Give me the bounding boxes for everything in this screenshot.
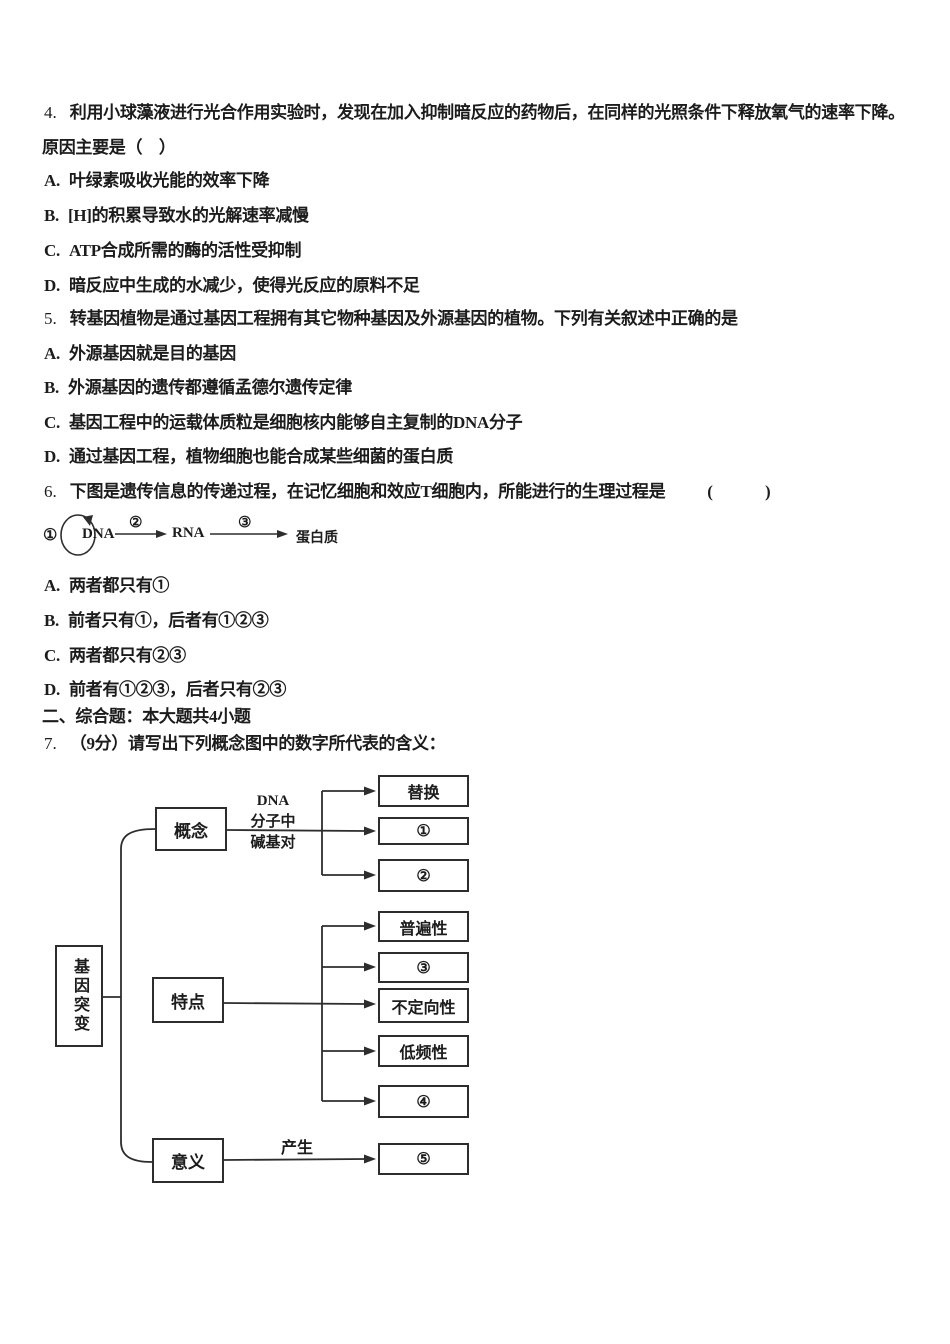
arrowhead-icon: [364, 921, 376, 931]
question-5-option-b: B.外源基因的遗传都遵循孟德尔遗传定律: [44, 378, 352, 397]
produce-edge-label: 产生: [281, 1140, 314, 1157]
question-4-option-d: D.暗反应中生成的水减少，使得光反应的原料不足: [44, 276, 420, 295]
protein-label: 蛋白质: [296, 531, 338, 546]
question-4-option-b: B.[H]的积累导致水的光解速率减慢: [44, 206, 309, 225]
child-box-non-directional: 不定向性: [378, 988, 469, 1023]
root-box-gene-mutation: 基因突变: [55, 945, 103, 1047]
question-4-option-a: A.叶绿素吸收光能的效率下降: [44, 171, 270, 190]
question-5-number: 5.: [44, 309, 57, 328]
question-7-stem: 7.（9分）请写出下列概念图中的数字所代表的含义：: [44, 734, 446, 753]
dna-replication-loop-icon: [60, 514, 96, 556]
child-box-blank-4: ④: [378, 1085, 469, 1118]
translation-arrowhead-icon: [277, 530, 288, 538]
question-6-answer-brackets: ( ): [707, 482, 777, 501]
replication-step-label: ①: [43, 527, 58, 544]
arrowhead-icon: [364, 1046, 376, 1056]
child-box-blank-2: ②: [378, 859, 469, 892]
arrowhead-icon: [364, 1096, 376, 1106]
gene-mutation-concept-map: 基因突变 概念 特点 意义 DNA 分子中 碱基对 产生 替换 ① ② 普遍性 …: [0, 765, 520, 1205]
bracket-line: [120, 828, 156, 1163]
transcription-step-label: ②: [129, 515, 143, 531]
question-5-stem: 5.转基因植物是通过基因工程拥有其它物种基因及外源基因的植物。下列有关叙述中正确…: [44, 309, 738, 328]
question-6-option-d: D.前者有①②③，后者只有②③: [44, 680, 287, 699]
central-dogma-arrows: [60, 514, 288, 556]
rna-label: RNA: [172, 525, 205, 541]
child-box-substitution: 替换: [378, 775, 469, 807]
translation-step-label: ③: [238, 515, 252, 531]
replication-arrowhead-icon: [83, 515, 93, 526]
feature-box: 特点: [152, 977, 224, 1023]
arrowhead-icon: [364, 786, 376, 796]
question-4-stem-line1: 4.利用小球藻液进行光合作用实验时，发现在加入抑制暗反应的药物后，在同样的光照条…: [44, 103, 905, 122]
question-6-option-c: C.两者都只有②③: [44, 646, 186, 665]
question-4-number: 4.: [44, 103, 57, 122]
arrowhead-icon: [364, 999, 376, 1009]
transcription-arrowhead-icon: [156, 530, 167, 538]
central-dogma-diagram: ① DNA ② RNA ③ 蛋白质: [40, 505, 460, 577]
question-5-option-a: A.外源基因就是目的基因: [44, 344, 236, 363]
question-7-number: 7.: [44, 734, 57, 753]
arrowhead-icon: [364, 826, 376, 836]
dna-label: DNA: [82, 526, 115, 542]
concept-map-connectors: [103, 786, 376, 1164]
child-box-blank-5: ⑤: [378, 1143, 469, 1175]
meaning-box: 意义: [152, 1138, 224, 1183]
question-6-stem: 6.下图是遗传信息的传递过程，在记忆细胞和效应T细胞内，所能进行的生理过程是( …: [44, 482, 777, 501]
concept-box: 概念: [155, 807, 227, 851]
child-box-universality: 普遍性: [378, 911, 469, 942]
question-6-option-b: B.前者只有①，后者有①②③: [44, 611, 269, 630]
child-box-blank-1: ①: [378, 817, 469, 845]
arrowhead-icon: [364, 1154, 376, 1164]
child-box-blank-3: ③: [378, 952, 469, 983]
question-5-option-d: D.通过基因工程，植物细胞也能合成某些细菌的蛋白质: [44, 447, 454, 466]
child-box-low-frequency: 低频性: [378, 1035, 469, 1067]
concept-edge-label: DNA 分子中 碱基对: [250, 793, 296, 851]
question-4-option-c: C.ATP合成所需的酶的活性受抑制: [44, 241, 302, 260]
question-5-option-c: C.基因工程中的运载体质粒是细胞核内能够自主复制的DNA分子: [44, 413, 523, 432]
question-6-option-a: A.两者都只有①: [44, 576, 170, 595]
section-2-header: 二、综合题：本大题共4小题: [42, 707, 251, 726]
arrowhead-icon: [364, 962, 376, 972]
arrowhead-icon: [364, 870, 376, 880]
question-6-number: 6.: [44, 482, 57, 501]
question-4-stem-line2: 原因主要是（ ）: [42, 138, 176, 157]
